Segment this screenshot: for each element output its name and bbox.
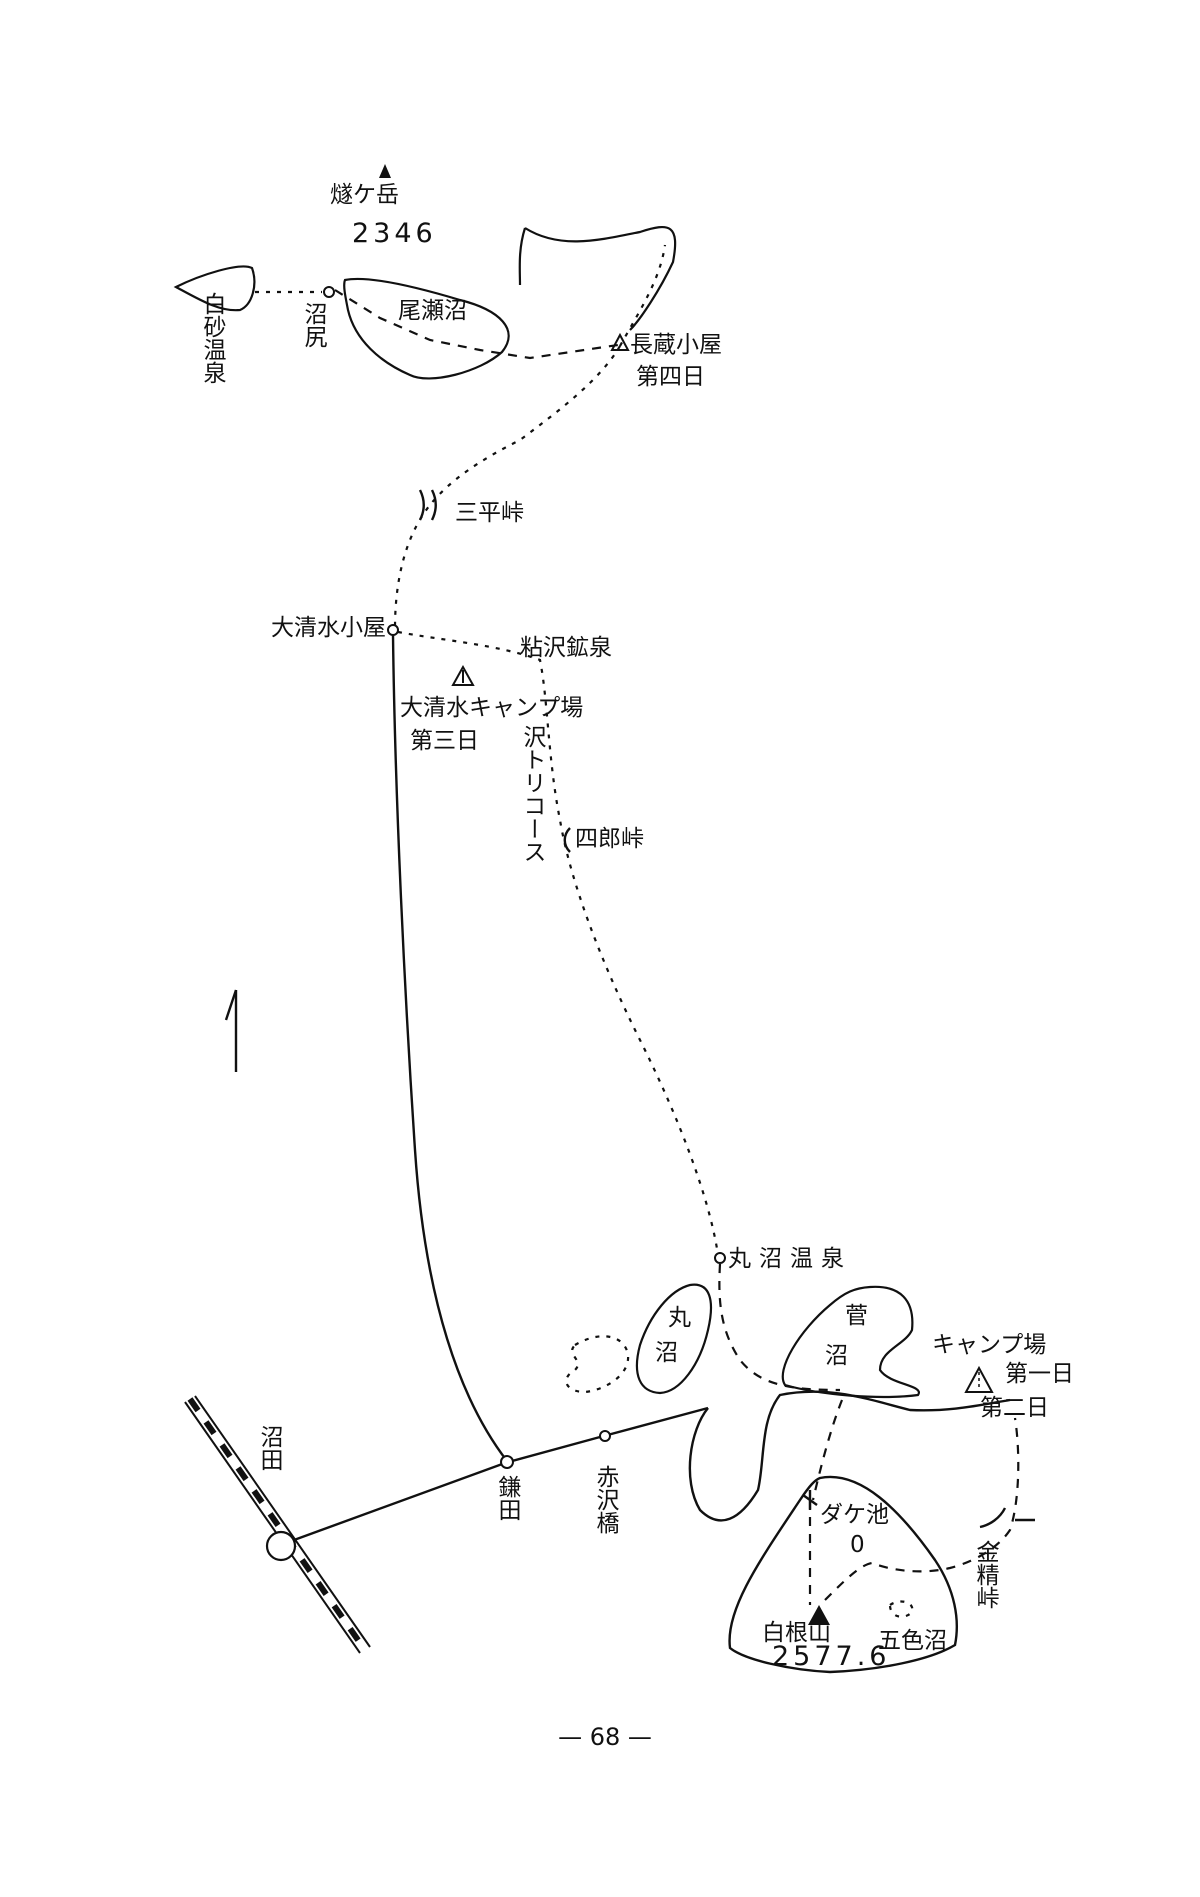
sanpei-toge-label: 三平峠 — [455, 500, 524, 526]
ozenuma-east-pond — [518, 226, 677, 331]
peak-triangle-icon — [379, 164, 391, 178]
chozo-goya-label: 長蔵小屋 — [630, 332, 722, 358]
oshimizu-camp-label: 大清水キャンプ場 — [400, 695, 583, 721]
road-loop-to-camp — [688, 1390, 1011, 1522]
goshikinuma-label: 五色沼 — [878, 1628, 947, 1654]
summit-triangle-icon — [808, 1605, 830, 1625]
railway-line — [184, 1395, 371, 1654]
akazawabashi-label: 赤沢橋 — [592, 1465, 620, 1534]
kamata-label: 鎌田 — [494, 1475, 522, 1521]
shirasuna-pond — [173, 265, 256, 312]
oshimizu-goya-label: 大清水小屋 — [271, 615, 386, 641]
day3-label: 第三日 — [410, 728, 479, 754]
marunuma-label-2: 沼 — [655, 1340, 678, 1366]
hiuchigatake-elevation: 2346 — [352, 218, 437, 249]
road-numata-kamata-akazawa — [293, 1406, 709, 1542]
suganuma-pond — [781, 1285, 920, 1399]
numata-label: 沼田 — [256, 1425, 284, 1471]
suganuma-label-2: 沼 — [825, 1343, 848, 1369]
route-chozo-sanpei — [393, 345, 621, 629]
pass-marker-icon — [802, 1490, 818, 1510]
route-numajiri-chozo — [334, 289, 619, 360]
page-number: — 68 — — [558, 1723, 652, 1751]
dakeike-label: ダケ池 — [820, 1502, 889, 1528]
north-arrow-icon — [224, 989, 238, 1072]
kamata-marker — [500, 1455, 514, 1469]
route-east-pond — [619, 244, 667, 347]
shiro-pass-icon — [563, 827, 571, 853]
sawa-course-label: 沢トリコース — [519, 725, 547, 863]
route-summit-konsei — [824, 1417, 1020, 1601]
nebasawa-kosen-label: 粘沢鉱泉 — [520, 635, 612, 661]
campsite-icon — [964, 1365, 994, 1393]
route-oshimizu-marunuma — [397, 630, 720, 1256]
route-marunuma-suganuma — [718, 1263, 841, 1392]
day1-label: 第一日 — [1005, 1361, 1074, 1387]
camp-label: キャンプ場 — [932, 1332, 1046, 1358]
ozenuma-label: 尾瀬沼 — [398, 298, 467, 324]
marunuma-pond — [635, 1283, 712, 1395]
numajiri-marker — [323, 286, 335, 298]
road-oshimizu-kamata — [391, 634, 508, 1462]
shiranesan-label: 白根山 — [762, 1620, 831, 1646]
suganuma-label-1: 菅 — [845, 1303, 868, 1329]
shiro-toge-label: 四郎峠 — [575, 826, 644, 852]
konsei-toge-label: 金精峠 — [972, 1540, 1000, 1609]
shiranesan-elevation: 2577.6 — [772, 1641, 890, 1672]
small-pond — [565, 1335, 630, 1394]
ozenuma-pond — [343, 277, 510, 380]
shiranesan-outline — [728, 1475, 958, 1674]
marunuma-onsen-label: 丸沼温泉 — [728, 1246, 852, 1272]
chozo-hut-icon — [610, 332, 630, 351]
numajiri-label: 沼尻 — [300, 302, 328, 348]
dakeike-mark: 0 — [850, 1532, 865, 1558]
shirasuna-onsen-label: 白砂温泉 — [199, 292, 227, 384]
hiuchigatake-label: 燧ケ岳 — [330, 182, 399, 208]
marunuma-onsen-marker — [714, 1252, 726, 1264]
akazawabashi-marker — [599, 1430, 611, 1442]
marunuma-label-1: 丸 — [668, 1305, 691, 1331]
day2-label: 第二日 — [980, 1395, 1049, 1421]
oshimizu-goya-marker — [387, 624, 399, 636]
konsei-pass-icon — [979, 1507, 1035, 1529]
sanpei-pass-icon — [418, 489, 437, 521]
hiuchigatake-peak: 燧ケ岳 2346 — [330, 164, 437, 249]
camp-icon — [451, 664, 475, 686]
goshikinuma-pond — [888, 1600, 914, 1618]
day4-label: 第四日 — [636, 364, 705, 390]
route-suganuma-dakeike — [811, 1399, 844, 1501]
numata-station-marker — [265, 1530, 297, 1562]
